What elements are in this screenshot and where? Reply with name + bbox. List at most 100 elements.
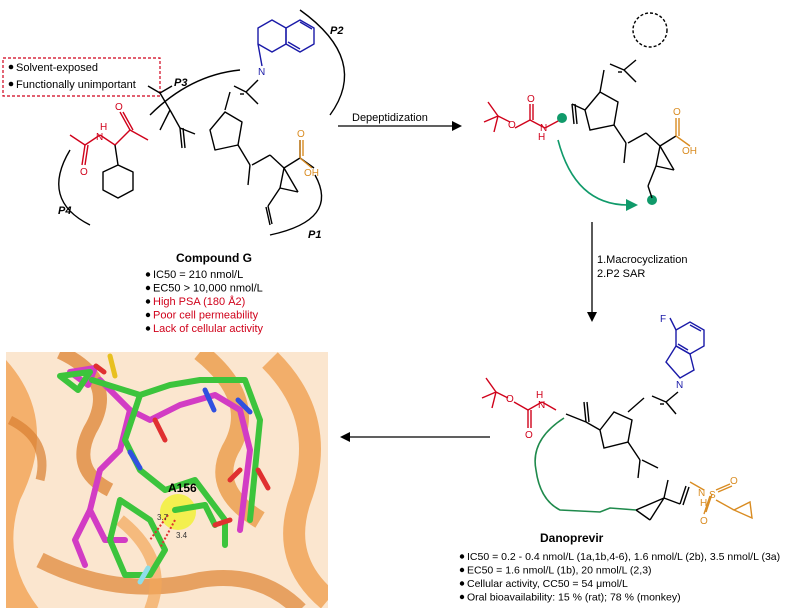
legend-item-solvent: Solvent-exposed (16, 62, 98, 74)
atom-o: O (700, 516, 708, 527)
arrow-label-step-a: 1.Macrocyclization (597, 254, 687, 266)
arrow-label-depeptidization: Depeptidization (352, 112, 428, 124)
atom-n: N (588, 430, 595, 441)
macrocycle-chain (534, 417, 637, 513)
atom-o: O (508, 120, 516, 131)
variable-ring (632, 12, 668, 48)
atom-f: F (660, 314, 666, 325)
atom-o: O (730, 476, 738, 487)
atom-h: H (266, 144, 273, 155)
danoprevir-structure: F N O O N O O NH O (481, 314, 753, 527)
compound-g-property-2: High PSA (180 Å2) (153, 295, 245, 308)
isoquinoline-group (257, 19, 315, 67)
danoprevir-properties: IC50 = 0.2 - 0.4 nmol/L (1a,1b,4-6), 1.6… (459, 551, 780, 604)
atom-h: H (536, 390, 543, 401)
crystal-structure-panel: A156 3.7 3.4 (6, 352, 328, 608)
atom-h: H (700, 498, 707, 509)
compound-g-properties: IC50 = 210 nmol/L EC50 > 10,000 nmol/LHig… (145, 269, 264, 335)
residue-label: A156 (168, 481, 197, 495)
atom-o: O (620, 164, 628, 175)
bullet-icon (145, 312, 151, 318)
atom-nh: NH (656, 470, 670, 481)
macrocyclization-point-1 (557, 113, 567, 123)
atom-o: O (580, 392, 588, 403)
pocket-label-p2: P2 (330, 25, 343, 37)
intermediate-structure: N O O N O O (483, 12, 697, 211)
atom-s: S (709, 490, 716, 501)
atom-o: O (80, 167, 88, 178)
legend-border (2, 57, 161, 97)
pocket-label-p4: P4 (58, 205, 71, 217)
atom-oh: OH (682, 146, 697, 157)
protein-ribbons (6, 352, 328, 608)
compound-g-property-1: EC50 > 10,000 nmol/L (153, 283, 263, 295)
compound-g-title: Compound G (176, 251, 252, 265)
bullet-icon (459, 581, 465, 586)
bullet-icon (8, 81, 14, 87)
atom-o: O (115, 102, 123, 113)
atom-n: N (698, 488, 705, 499)
atom-o: O (244, 187, 252, 198)
bullet-icon (8, 64, 14, 70)
hbond-contacts (149, 514, 176, 549)
compound-g-property-3: Poor cell permeability (153, 310, 259, 322)
atom-n: N (538, 400, 545, 411)
pocket-label-p1: P1 (308, 229, 321, 241)
bullet-icon (145, 326, 151, 331)
atom-o: O (636, 82, 644, 93)
danoprevir-title: Danoprevir (540, 531, 604, 545)
arrow-label-step-b: 2.P2 SAR (597, 268, 645, 280)
atom-n: N (195, 130, 202, 141)
atom-n: N (676, 380, 683, 391)
danoprevir-property-3: Oral bioavailability: 15 % (rat); 78 % (… (467, 592, 681, 604)
danoprevir-property-1: EC50 = 1.6 nmol/L (1b), 20 nmol/L (2,3) (467, 565, 652, 577)
atom-o: O (527, 94, 535, 105)
atom-o: O (506, 394, 514, 405)
arrow-depeptidization: Depeptidization (338, 112, 462, 131)
atom-n: N (632, 50, 639, 61)
macrocyclization-point-2 (647, 195, 657, 205)
compound-g-structure: N O O (69, 19, 319, 226)
bullet-icon (459, 554, 465, 559)
arrow-to-structure (340, 432, 490, 442)
atom-o: O (297, 129, 305, 140)
distance-label: 3.7 (157, 513, 169, 522)
atom-nh: H (538, 132, 545, 143)
atom-h: H (100, 122, 107, 133)
legend-item-unimportant: Functionally unimportant (16, 79, 136, 91)
distance-label: 3.4 (176, 531, 188, 540)
atom-hn: HN (150, 140, 164, 151)
pocket-label-p3: P3 (174, 77, 187, 89)
atom-o: O (634, 480, 642, 491)
atom-o: O (574, 126, 582, 137)
residue-a156-sticks (172, 502, 218, 528)
atom-n: N (540, 123, 547, 134)
pocket-arc-p1 (269, 174, 323, 236)
atom-oh: OH (304, 168, 319, 179)
heteroatoms (93, 353, 271, 585)
pocket-arc-p3 (149, 69, 241, 116)
atom-h: H (642, 122, 649, 133)
atom-o: O (184, 150, 192, 161)
atom-o: O (674, 414, 682, 425)
atom-o: O (684, 476, 692, 487)
danoprevir-property-0: IC50 = 0.2 - 0.4 nmol/L (1a,1b,4-6), 1.6… (467, 551, 780, 563)
bullet-icon (145, 299, 151, 304)
danoprevir-property-2: Cellular activity, CC50 = 54 μmol/L (467, 578, 628, 590)
bullet-icon (145, 285, 151, 291)
arrow-macrocyclization: 1.Macrocyclization 2.P2 SAR (587, 222, 687, 322)
pocket-arc-p2 (299, 9, 346, 116)
atom-n: N (258, 67, 265, 78)
legend-box: Solvent-exposed Functionally unimportant (2, 57, 161, 97)
atom-n: N (96, 132, 103, 143)
atom-o: O (673, 107, 681, 118)
bullet-icon (145, 272, 151, 277)
atom-o: O (258, 104, 266, 115)
cyclization-arrow (557, 139, 629, 206)
atom-o: O (525, 430, 533, 441)
compound-g-property-4: Lack of cellular activity (153, 323, 264, 335)
bullet-icon (459, 594, 465, 600)
pocket-arcs (58, 9, 346, 236)
compound-g-property-0: IC50 = 210 nmol/L (153, 269, 243, 281)
